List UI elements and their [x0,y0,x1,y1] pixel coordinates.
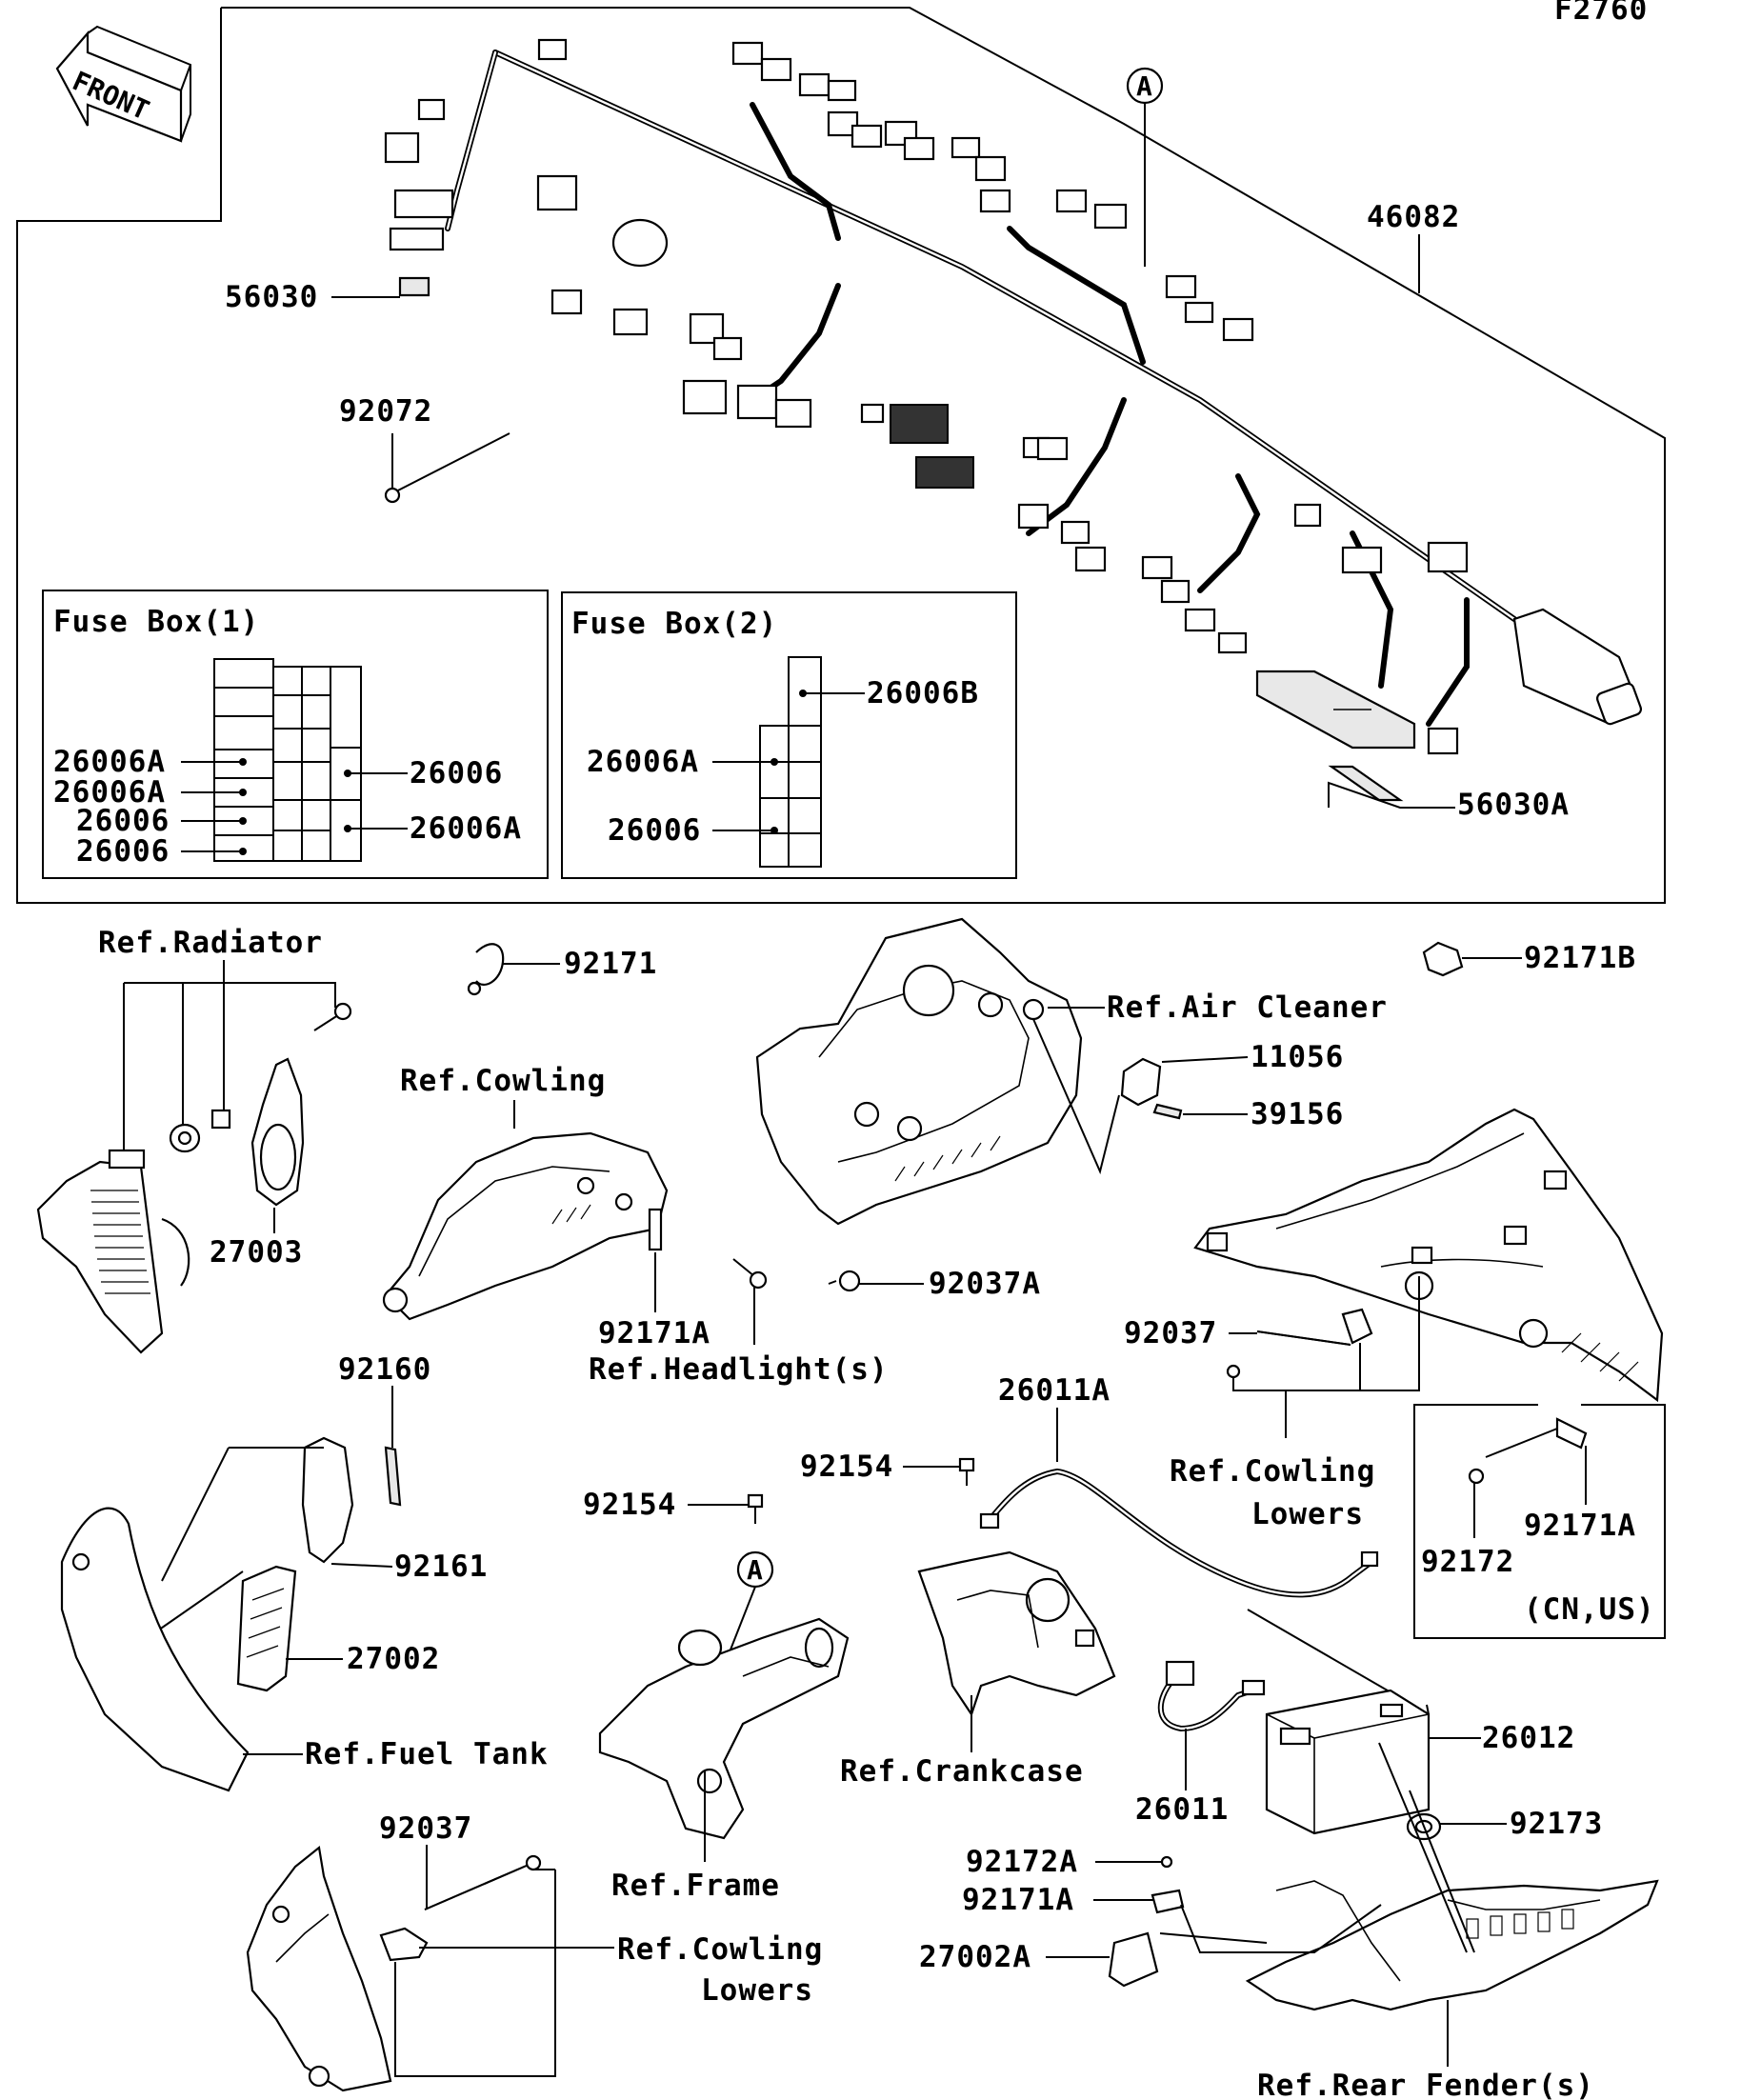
label-92171a-3: 92171A [962,1883,1074,1917]
label-92037-2: 92037 [379,1811,472,1846]
label-92173: 92173 [1510,1807,1603,1841]
clamp-92171: 92171 [467,943,657,996]
label-ref-air-cleaner: Ref.Air Cleaner [1107,990,1388,1025]
label-27003: 27003 [210,1235,303,1270]
crankcase-group: 92154 26011A Ref.Crankcase [800,1373,1379,1789]
label-56030a: 56030A [1457,788,1570,822]
label-26011a: 26011A [998,1373,1111,1408]
fuel-tank-group: 92160 92161 27002 Ref.Fuel Tank [60,1352,549,1792]
label-27002a: 27002A [919,1940,1031,1974]
label-92160: 92160 [338,1352,431,1387]
cable-tie-92072 [384,432,510,504]
fuse-box-1-left-4: 26006 [76,834,170,869]
fuse-box-1-title: Fuse Box(1) [53,605,259,639]
fuse-box-2-label-1: 26006B [867,676,979,710]
cn-us-box: 92171A 92172 (CN,US) [1413,1404,1666,1639]
label-92154-2: 92154 [583,1488,676,1522]
callout-a-top-label: A [1136,70,1152,102]
fuse-box-1-right-1: 26006 [410,756,503,790]
label-ref-headlights: Ref.Headlight(s) [589,1352,889,1387]
label-92072: 92072 [339,394,432,429]
radiator-group: Ref.Radiator 27003 [36,926,352,1354]
label-cn-us: (CN,US) [1524,1592,1655,1627]
label-92172: 92172 [1421,1545,1514,1579]
fuse-box-1-left-2: 26006A [53,775,166,810]
label-ref-crankcase: Ref.Crankcase [840,1754,1084,1789]
cowling-lowers-left: 92037 Ref.Cowling Lowers [246,1811,823,2092]
label-92171: 92171 [564,947,657,981]
label-ref-frame: Ref.Frame [611,1869,780,1903]
label-ref-cowling-lowers-1b: Lowers [1251,1497,1364,1531]
label-39156: 39156 [1251,1097,1344,1131]
fuse-box-2-label-2: 26006A [587,745,699,779]
label-26012: 26012 [1482,1721,1575,1755]
label-ref-cowling-lowers-2a: Ref.Cowling [617,1932,823,1967]
fuse-box-2-title: Fuse Box(2) [571,607,777,641]
label-92161: 92161 [394,1550,488,1584]
fuse-box-1-right-2: 26006A [410,811,522,846]
fuse-box-1-left-3: 26006 [76,804,170,838]
patch-56030 [398,276,430,297]
clamp-92171b: 92171B [1422,941,1636,977]
label-92037a: 92037A [929,1267,1041,1301]
main-wiring-harness: A [384,38,1643,802]
callout-a-bottom-label: A [747,1554,763,1586]
label-56030: 56030 [225,280,318,314]
label-26011: 26011 [1135,1792,1229,1827]
front-arrow: FRONT [55,25,191,143]
rear-fender-group: 92173 92172A 92171A 27002A Ref.Rear Fend… [919,1742,1659,2100]
battery-group: 26012 26011 [1135,1609,1575,1835]
fuse-box-1: Fuse Box(1) [42,590,549,879]
patch-56030a [1328,765,1404,802]
cowling-lowers-right: 92037 Ref.Cowling Lowers [1124,1108,1664,1531]
label-ref-cowling-lowers-1a: Ref.Cowling [1170,1454,1375,1489]
label-ref-cowling-lowers-2b: Lowers [701,1973,813,2008]
clip-92037a: 92037A [828,1267,1041,1301]
label-92172a: 92172A [966,1845,1078,1879]
fuse-box-2-label-3: 26006 [608,813,701,848]
label-ref-radiator: Ref.Radiator [98,926,323,960]
diagram-code: F2760 [1554,0,1648,27]
label-ref-fuel-tank: Ref.Fuel Tank [305,1737,549,1771]
label-92171a-2: 92171A [1524,1509,1636,1543]
label-92154-1: 92154 [800,1450,893,1484]
fuse-box-1-left-1: 26006A [53,745,166,779]
harness-frame [16,7,1666,904]
label-ref-rear-fenders: Ref.Rear Fender(s) [1257,2069,1594,2100]
label-92171b: 92171B [1524,941,1636,975]
label-46082: 46082 [1367,200,1460,234]
label-92037-1: 92037 [1124,1316,1217,1350]
label-92171a-1: 92171A [598,1316,710,1350]
label-ref-cowling: Ref.Cowling [400,1064,606,1098]
frame-group: 92154 A Ref.Frame [583,1488,850,1903]
cowling-group: Ref.Cowling 92171A Ref.Headlight(s) [382,1064,889,1387]
label-27002: 27002 [347,1642,440,1676]
label-11056: 11056 [1251,1040,1344,1074]
fuse-box-2: Fuse Box(2) 26006B 26006A 26006 [561,591,1017,879]
air-cleaner-group: Ref.Air Cleaner 11056 39156 [755,917,1388,1226]
